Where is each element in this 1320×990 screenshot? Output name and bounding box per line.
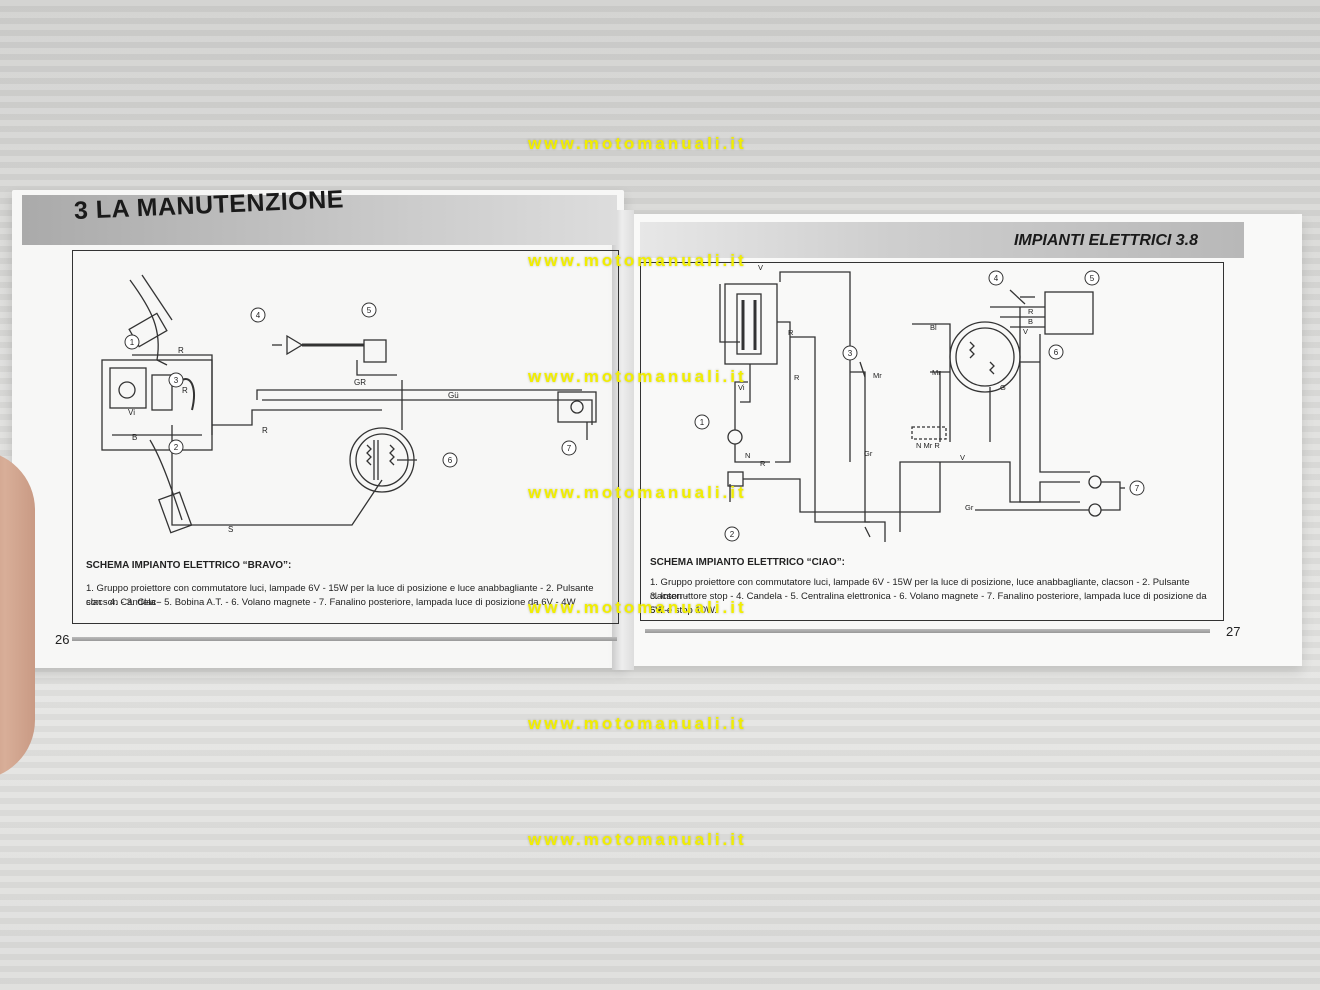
ciao-label-5: 5 xyxy=(1090,274,1095,283)
bravo-wire-gr: GR xyxy=(354,378,366,387)
ciao-wire-r3: R xyxy=(760,459,766,468)
ciao-wire-v2: V xyxy=(1023,327,1028,336)
bravo-wire-b: B xyxy=(132,433,137,442)
ciao-wire-r4: R xyxy=(794,373,800,382)
ciao-wire-gr2: Gr xyxy=(965,503,974,512)
watermark-5: www.motomanuali.it xyxy=(528,598,747,617)
watermark-3: www.motomanuali.it xyxy=(528,367,747,386)
bravo-label-4: 4 xyxy=(256,311,261,320)
bravo-label-7: 7 xyxy=(567,444,572,453)
bravo-label-5: 5 xyxy=(367,306,372,315)
bravo-caption-title: SCHEMA IMPIANTO ELETTRICO “BRAVO”: xyxy=(86,560,292,571)
right-page-number: 27 xyxy=(1226,624,1241,639)
ciao-wire-bl: Bl xyxy=(930,323,937,332)
ciao-caption-title: SCHEMA IMPIANTO ELETTRICO “CIAO”: xyxy=(650,557,845,568)
ciao-wire-v1: V xyxy=(758,263,763,272)
ciao-wire-vi: Vi xyxy=(738,383,745,392)
bravo-wire-s: S xyxy=(228,525,233,534)
ciao-wire-v3: V xyxy=(960,453,965,462)
bravo-wire-vi: Vi xyxy=(128,408,135,417)
right-footer-rule xyxy=(645,629,1210,633)
left-page-number: 26 xyxy=(55,632,70,647)
bravo-label-2: 2 xyxy=(174,443,179,452)
ciao-label-3: 3 xyxy=(848,349,853,358)
watermark-2: www.motomanuali.it xyxy=(528,251,747,270)
bravo-caption-line-2: son - 4. Candela - 5. Bobina A.T. - 6. V… xyxy=(86,597,576,608)
book-gutter xyxy=(612,210,634,670)
bravo-caption-line-1: 1. Gruppo proiettore con commutatore luc… xyxy=(86,583,594,608)
watermark-4: www.motomanuali.it xyxy=(528,483,747,502)
thumb xyxy=(0,450,35,780)
bravo-wire-r1: R xyxy=(178,346,184,355)
right-page xyxy=(620,214,1302,666)
ciao-caption-line-2: 3. Interruttore stop - 4. Candela - 5. C… xyxy=(650,591,1207,616)
bravo-wire-r2: R xyxy=(182,386,188,395)
left-footer-rule xyxy=(72,637,617,641)
right-page-title: IMPIANTI ELETTRICI 3.8 xyxy=(1013,232,1198,249)
left-header-band xyxy=(22,195,617,245)
bravo-label-6: 6 xyxy=(448,456,453,465)
right-header-band xyxy=(640,222,1244,258)
ciao-wire-gr1: Gr xyxy=(864,449,873,458)
ciao-caption-line-3: 5W e stop 10W. xyxy=(650,605,718,616)
ciao-connector-label: N Mr R xyxy=(916,441,940,450)
ciao-wire-mr1: Mr xyxy=(873,371,882,380)
ciao-label-1: 1 xyxy=(700,418,705,427)
ciao-wire-b: B xyxy=(1028,317,1033,326)
ciao-label-4: 4 xyxy=(994,274,999,283)
ciao-caption-line-1: 1. Gruppo proiettore con commutatore luc… xyxy=(650,577,1190,602)
ciao-wire-r2: R xyxy=(1028,307,1034,316)
ciao-label-2: 2 xyxy=(730,530,735,539)
bravo-wire-gu: Gü xyxy=(448,391,459,400)
left-page xyxy=(12,190,624,668)
watermark-7: www.motomanuali.it xyxy=(528,830,747,849)
ciao-wire-mr2: Mr xyxy=(932,368,941,377)
watermark-1: www.motomanuali.it xyxy=(528,134,747,153)
ciao-wire-r1: R xyxy=(788,328,794,337)
ciao-diagram-frame xyxy=(640,262,1224,621)
watermark-6: www.motomanuali.it xyxy=(528,714,747,733)
ciao-label-7: 7 xyxy=(1135,484,1140,493)
bravo-label-1: 1 xyxy=(130,338,135,347)
bravo-wire-r3: R xyxy=(262,426,268,435)
ciao-label-6: 6 xyxy=(1054,348,1059,357)
ciao-wire-n: N xyxy=(745,451,750,460)
ciao-wire-g: G xyxy=(1000,383,1006,392)
bravo-label-3: 3 xyxy=(174,376,179,385)
ciao-wiring-diagram: 1 2 3 4 5 6 7 V V V Vi R R R R N Bl B Mr… xyxy=(694,263,1145,542)
bravo-wiring-diagram: 1 2 3 4 5 6 7 R R R B S GR Gü Vi xyxy=(101,274,597,534)
bravo-diagram-frame xyxy=(72,250,619,624)
